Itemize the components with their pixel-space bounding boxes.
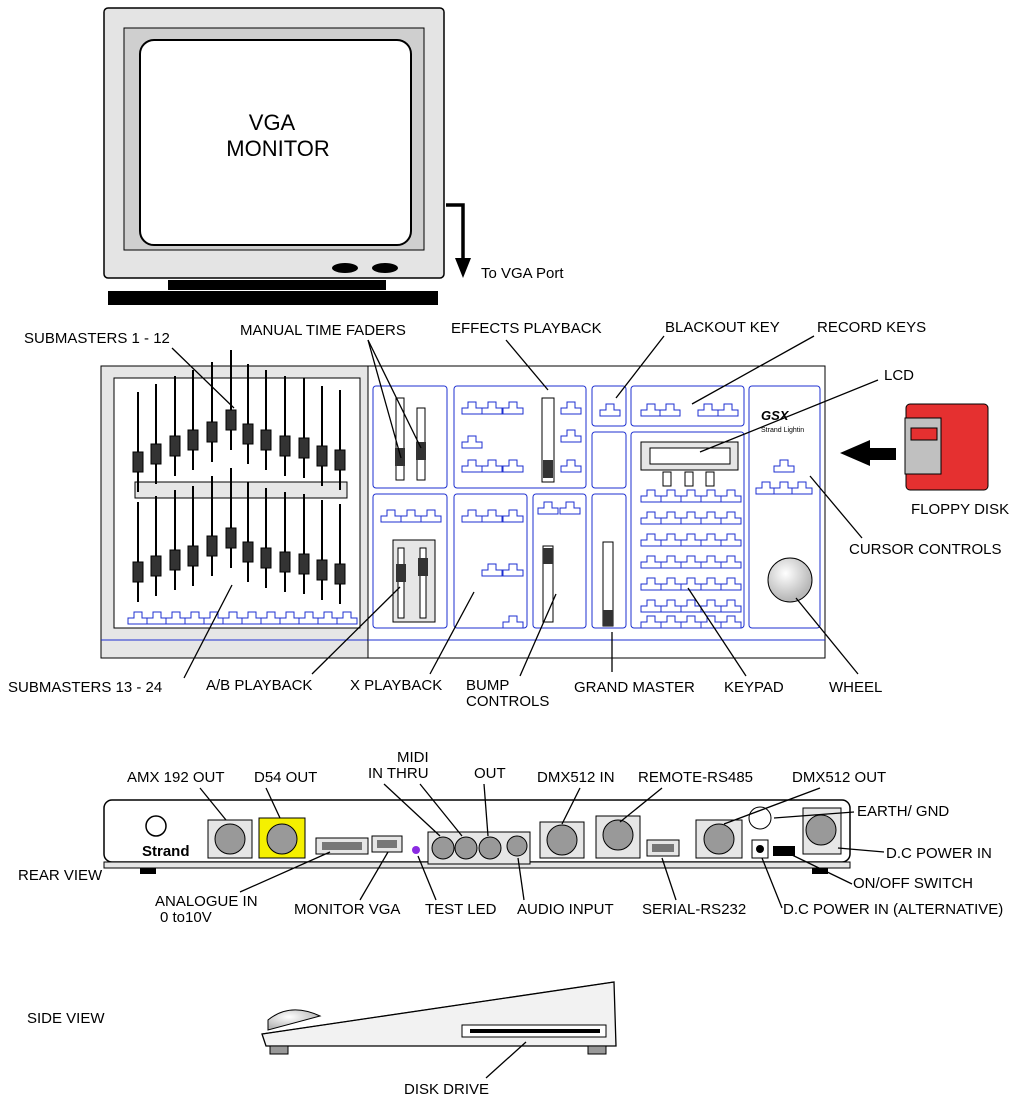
label-audio-input: AUDIO INPUT bbox=[517, 901, 614, 918]
vga-port-label: To VGA Port bbox=[481, 265, 564, 282]
label-serial-rs232: SERIAL-RS232 bbox=[642, 901, 746, 918]
label-grand-master: GRAND MASTER bbox=[574, 679, 695, 696]
label-analogue-in-1: ANALOGUE IN bbox=[155, 893, 258, 910]
label-submasters-13-24: SUBMASTERS 13 - 24 bbox=[8, 679, 162, 696]
label-side-view: SIDE VIEW bbox=[27, 1010, 105, 1027]
rear-callouts: REAR VIEW AMX 192 OUT D54 OUT MIDI IN TH… bbox=[18, 749, 1003, 926]
label-midi: MIDI bbox=[397, 749, 429, 766]
label-floppy-disk: FLOPPY DISK bbox=[911, 501, 1009, 518]
label-dmx512-in: DMX512 IN bbox=[537, 769, 615, 786]
label-amx-192-out: AMX 192 OUT bbox=[127, 769, 225, 786]
label-wheel: WHEEL bbox=[829, 679, 882, 696]
label-dmx512-out: DMX512 OUT bbox=[792, 769, 886, 786]
label-dc-power-in: D.C POWER IN bbox=[886, 845, 992, 862]
vga-monitor: VGA MONITOR To VGA Port bbox=[103, 7, 564, 305]
front-panel: GSX Strand Lightin bbox=[100, 349, 826, 659]
label-d54-out: D54 OUT bbox=[254, 769, 317, 786]
label-effects-playback: EFFECTS PLAYBACK bbox=[451, 320, 602, 337]
label-ab-playback: A/B PLAYBACK bbox=[206, 677, 312, 694]
label-test-led: TEST LED bbox=[425, 901, 497, 918]
front-callouts: SUBMASTERS 1 - 12 MANUAL TIME FADERS EFF… bbox=[8, 319, 1009, 710]
label-earth-gnd: EARTH/ GND bbox=[857, 803, 949, 820]
label-midi-in-thru: IN THRU bbox=[368, 765, 429, 782]
label-monitor-vga: MONITOR VGA bbox=[294, 901, 400, 918]
label-disk-drive: DISK DRIVE bbox=[404, 1081, 489, 1098]
effects-buttons bbox=[461, 397, 582, 483]
label-keypad: KEYPAD bbox=[724, 679, 784, 696]
console-model-logo: GSX bbox=[761, 408, 790, 423]
label-blackout-key: BLACKOUT KEY bbox=[665, 319, 780, 336]
label-remote-rs485: REMOTE-RS485 bbox=[638, 769, 753, 786]
label-bump-controls-1: BUMP bbox=[466, 677, 509, 694]
rear-panel: Strand bbox=[103, 799, 851, 874]
label-on-off-switch: ON/OFF SWITCH bbox=[853, 875, 973, 892]
console-maker-logo: Strand Lightin bbox=[761, 427, 804, 434]
label-record-keys: RECORD KEYS bbox=[817, 319, 926, 336]
label-x-playback: X PLAYBACK bbox=[350, 677, 442, 694]
label-rear-view: REAR VIEW bbox=[18, 867, 103, 884]
label-dc-power-alt: D.C POWER IN (ALTERNATIVE) bbox=[783, 901, 1003, 918]
label-lcd: LCD bbox=[884, 367, 914, 384]
floppy-disk bbox=[840, 403, 989, 491]
label-analogue-in-2: 0 to10V bbox=[160, 909, 212, 926]
label-submasters-1-12: SUBMASTERS 1 - 12 bbox=[24, 330, 170, 347]
label-cursor-controls: CURSOR CONTROLS bbox=[849, 541, 1002, 558]
side-view: SIDE VIEW DISK DRIVE bbox=[27, 981, 617, 1098]
label-manual-time-faders: MANUAL TIME FADERS bbox=[240, 322, 406, 339]
strand-logo: Strand bbox=[142, 843, 190, 860]
monitor-label-line1: VGA bbox=[249, 110, 296, 135]
label-midi-out: OUT bbox=[474, 765, 506, 782]
label-bump-controls-2: CONTROLS bbox=[466, 693, 549, 710]
monitor-label-line2: MONITOR bbox=[226, 136, 329, 161]
